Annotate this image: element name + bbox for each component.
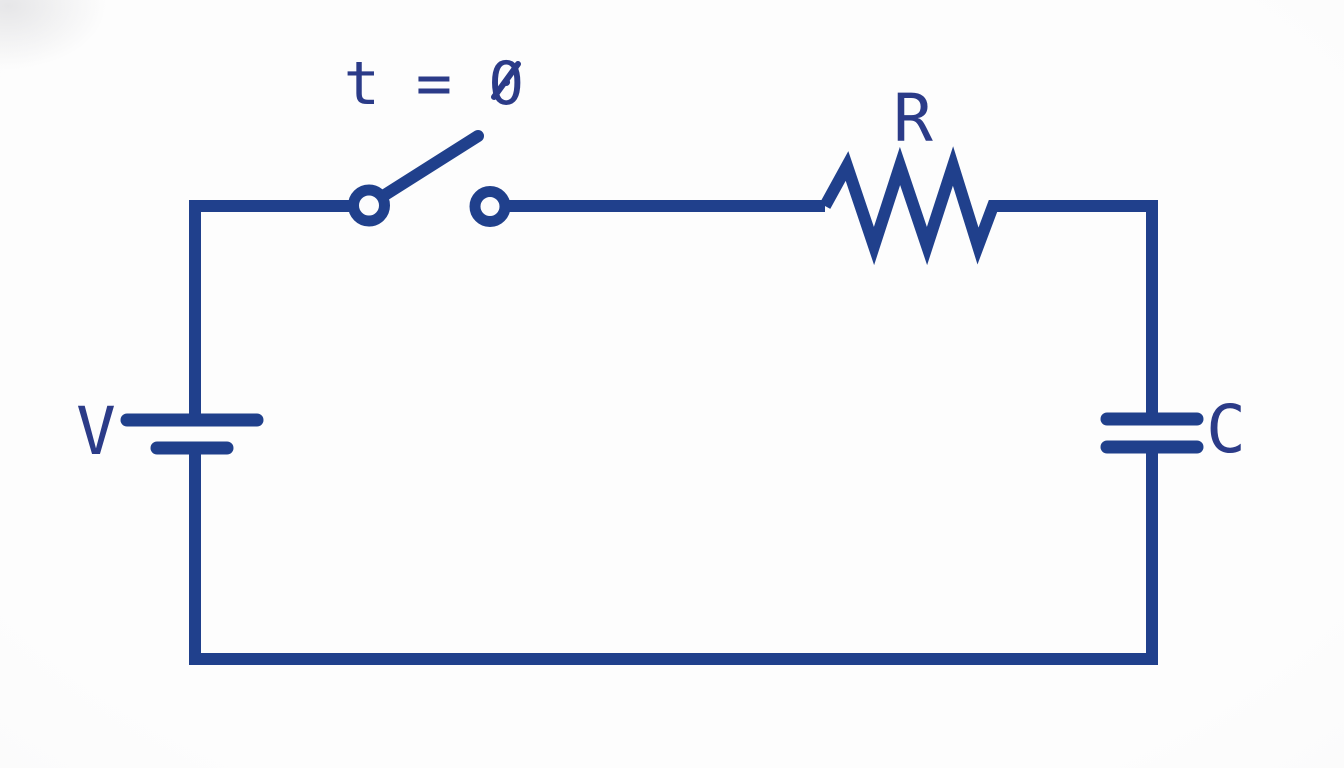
switch-contact-right-icon — [469, 186, 511, 227]
resistor-label: R — [893, 80, 933, 157]
switch-contact-left-icon — [348, 184, 390, 227]
resistor-symbol — [819, 146, 1158, 419]
switch-arm — [363, 130, 484, 211]
slashed-zero-stroke — [491, 61, 521, 100]
switch-time-label: t = 0 — [344, 49, 525, 119]
wire-top-left — [189, 200, 369, 419]
capacitor-label: C — [1206, 391, 1246, 468]
voltage-source-label: V — [76, 393, 116, 470]
wire-bottom — [189, 447, 1158, 665]
